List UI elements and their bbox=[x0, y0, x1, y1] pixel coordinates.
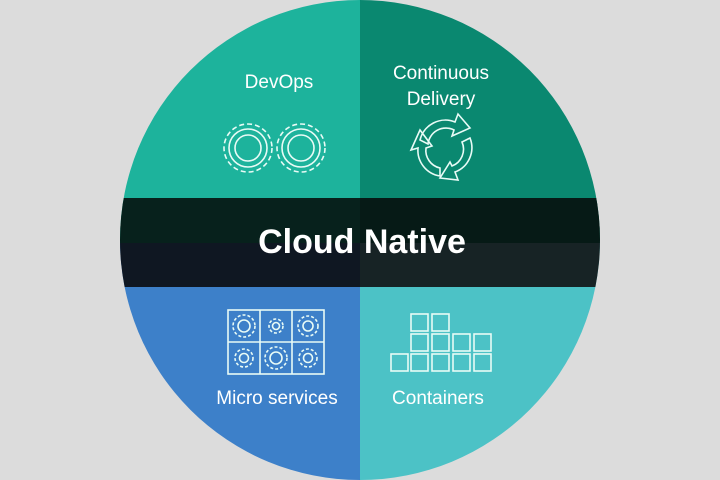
delivery-label: Delivery bbox=[407, 89, 476, 110]
service-grid-icon bbox=[227, 309, 325, 375]
container-stack-icon bbox=[390, 313, 492, 372]
recycle-arrows-icon bbox=[409, 112, 473, 181]
containers-label: Containers bbox=[392, 388, 484, 409]
devops-label: DevOps bbox=[245, 72, 314, 93]
cloud-native-title: Cloud Native bbox=[258, 223, 466, 261]
continuous-label: Continuous bbox=[393, 63, 489, 84]
microservices-label: Micro services bbox=[216, 388, 337, 409]
cloud-native-band bbox=[120, 198, 600, 287]
gears-icon bbox=[223, 123, 326, 173]
